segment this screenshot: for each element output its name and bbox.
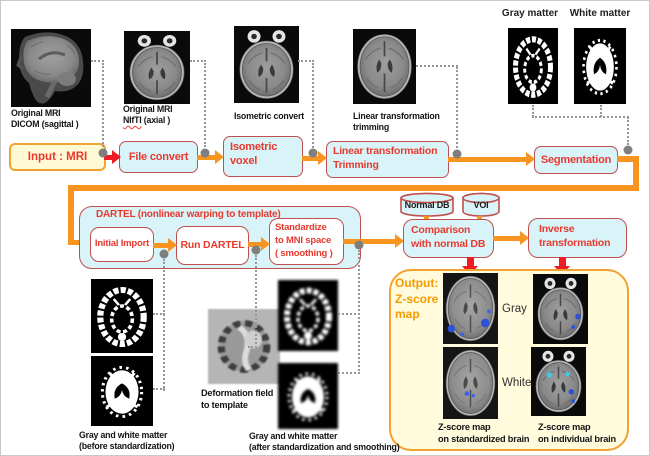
- junction-dot: [623, 145, 633, 155]
- arrow-run-to-standardize: [248, 237, 270, 251]
- before-std-white-image: [91, 356, 153, 426]
- after-std-gray-image: [278, 280, 338, 351]
- dotted-nifti-v: [204, 63, 206, 147]
- run-dartel-box: Run DARTEL: [176, 226, 249, 265]
- mri-trimmed-image: [353, 29, 416, 104]
- arrow-linear-to-segmentation: [448, 152, 535, 166]
- zscore-standardized-gray-image: [443, 273, 498, 344]
- mri-isometric-image: [234, 26, 299, 103]
- caption-nifti: Original MRI NIfTI (axial ): [123, 104, 173, 125]
- dotted-sagittal-h: [91, 60, 104, 62]
- dotted-rundartel-v: [255, 255, 257, 348]
- dotted-whitematter-stub: [600, 105, 602, 117]
- dotted-rundartel-stub: [248, 346, 257, 348]
- normal-db-label: Normal DB: [404, 200, 450, 210]
- output-panel: [389, 269, 629, 451]
- white-matter-label: White matter: [569, 8, 631, 19]
- normaldb-connector: [424, 216, 429, 221]
- dotted-standardize-stub1: [338, 313, 360, 315]
- dotted-sagittal-v: [102, 63, 104, 147]
- dotted-import-v: [163, 259, 165, 391]
- dotted-trimming-h: [416, 65, 458, 67]
- arrow-input-to-fileconvert: [104, 150, 121, 164]
- junction-dot: [98, 148, 108, 158]
- dotted-segmentation-h: [532, 116, 629, 118]
- zscore-standardized-white-image: [443, 347, 498, 419]
- dotted-import-stub2: [153, 388, 165, 390]
- dotted-isometric-v: [312, 63, 314, 148]
- arrow-isometric-to-linear: [302, 151, 327, 165]
- gray-matter-seg-image: [508, 28, 558, 104]
- junction-dot: [200, 148, 210, 158]
- junction-dot: [308, 148, 318, 158]
- dotted-standardize-v: [358, 250, 360, 374]
- dotted-graymatter-stub: [532, 105, 534, 117]
- cylinder-shape: [400, 192, 454, 217]
- dotted-import-stub1: [153, 313, 165, 315]
- gray-row-label: Gray: [502, 303, 527, 315]
- junction-dot: [452, 149, 462, 159]
- initial-import-box: Initial Import: [90, 227, 154, 262]
- arrow-standardize-to-comparison: [343, 234, 404, 248]
- deformation-field-image: [208, 309, 280, 384]
- mri-axial-nifti-image: [124, 31, 190, 104]
- nifti-word: NIfTI: [123, 114, 142, 125]
- after-std-white-image: [278, 363, 338, 429]
- voi-cylinder: VOI: [461, 192, 501, 218]
- loop-connector-seg2: [633, 156, 639, 191]
- dotted-trimming-v: [456, 67, 458, 148]
- white-row-label: White: [502, 377, 532, 389]
- zscore-individual-gray-image: [533, 274, 588, 344]
- voi-label: VOI: [473, 200, 489, 210]
- mri-sagittal-image: [11, 29, 91, 107]
- arrow-comparison-to-inverse: [493, 231, 529, 245]
- file-convert-box: File convert: [119, 141, 198, 173]
- voi-connector: [477, 216, 482, 221]
- dotted-standardize-stub2: [338, 372, 360, 374]
- before-std-gray-image: [91, 279, 153, 353]
- dotted-nifti-h: [190, 60, 206, 62]
- junction-dot: [251, 245, 261, 255]
- normal-db-cylinder: Normal DB: [399, 192, 455, 218]
- zscore-individual-white-image: [531, 347, 586, 416]
- white-matter-seg-image: [574, 28, 626, 104]
- loop-connector-seg1: [617, 156, 639, 162]
- junction-dot: [354, 240, 364, 250]
- input-mri-box: Input : MRI: [9, 143, 106, 171]
- dotted-isometric-h: [298, 60, 314, 62]
- dartel-title: DARTEL (nonlinear warping to template): [96, 209, 281, 220]
- junction-dot: [159, 249, 169, 259]
- caption-after-standardization: Gray and white matter(after standardizat…: [249, 431, 400, 452]
- caption-before-standardization: Gray and white matter(before standardiza…: [79, 430, 175, 451]
- caption-isometric: Isometric convert: [234, 111, 304, 121]
- arrow-import-to-run: [153, 238, 177, 252]
- loop-connector-seg4: [68, 185, 74, 245]
- gray-matter-label: Gray matter: [501, 8, 559, 19]
- loop-connector-seg3: [68, 185, 639, 191]
- dotted-segmentation-v: [627, 117, 629, 145]
- cylinder-shape: [462, 192, 500, 217]
- segmentation-box: Segmentation: [534, 146, 618, 174]
